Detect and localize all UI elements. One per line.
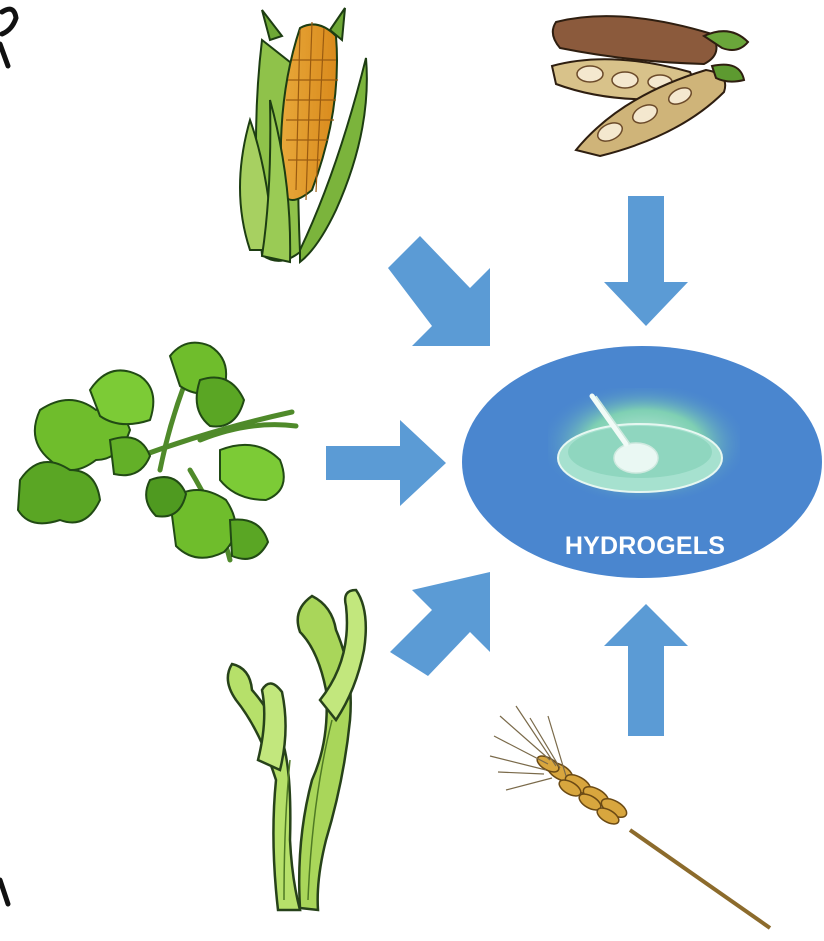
arrow-from-wheat: [604, 604, 688, 736]
arrow-from-corn: [388, 236, 490, 346]
arrow-from-beans: [604, 196, 688, 326]
cropped-edge-marks: [0, 9, 16, 904]
parsley-icon: [18, 343, 296, 560]
seaweed-icon: [228, 590, 366, 910]
corn-icon: [240, 8, 367, 262]
hydrogel-petri-dish-photo: [548, 388, 740, 500]
bean-pods-icon: [552, 16, 748, 156]
wheat-icon: [490, 706, 770, 928]
hub-label: HYDROGELS: [535, 532, 755, 561]
arrow-from-seaweed: [390, 572, 490, 676]
arrow-from-parsley: [326, 420, 446, 506]
